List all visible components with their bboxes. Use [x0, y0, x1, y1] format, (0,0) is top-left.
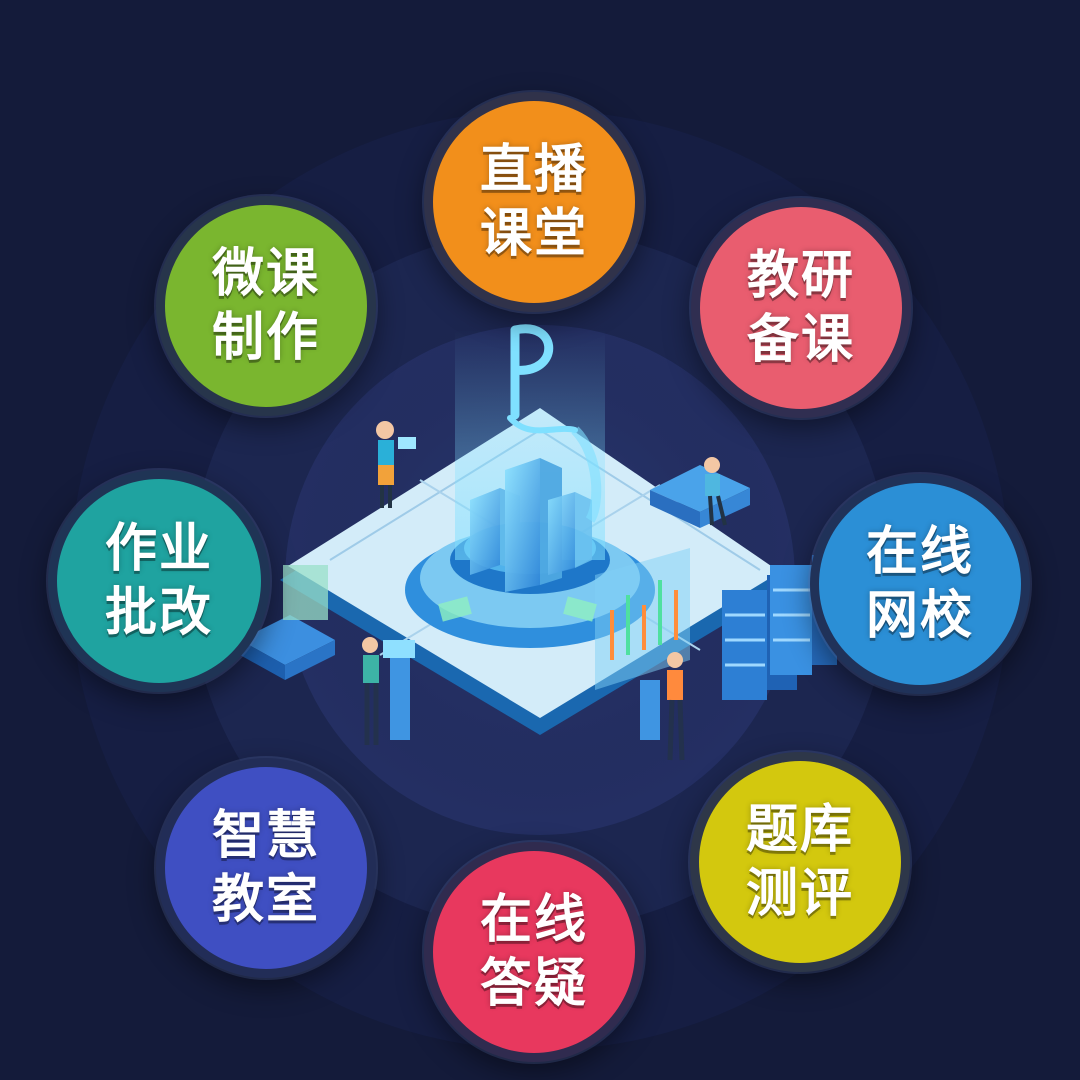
node-online-qa[interactable]: 在线 答疑 — [424, 842, 644, 1062]
node-label-line2: 批改 — [104, 583, 213, 643]
node-label-line2: 备课 — [746, 310, 855, 370]
person-sitting-right — [704, 457, 727, 526]
person-standing-left — [376, 421, 416, 508]
node-label-line2: 网校 — [865, 586, 974, 646]
chart-screen — [595, 548, 690, 690]
node-label-line2: 测评 — [745, 864, 854, 924]
node-label-line1: 题库 — [745, 800, 854, 860]
node-label-line2: 制作 — [211, 308, 320, 368]
kiosk-right — [640, 680, 660, 740]
node-homework-grading[interactable]: 作业 批改 — [48, 470, 270, 692]
person-kiosk-left — [362, 637, 379, 745]
node-label-line1: 作业 — [104, 519, 213, 579]
node-label-line1: 直播 — [479, 140, 588, 200]
node-label-line1: 在线 — [479, 890, 588, 950]
node-micro-course[interactable]: 微课 制作 — [156, 196, 376, 416]
kiosk-left — [383, 640, 415, 740]
logo-icon — [507, 324, 578, 434]
node-label-line1: 智慧 — [211, 806, 320, 866]
node-label-line1: 微课 — [211, 244, 320, 304]
person-kiosk-right — [667, 652, 685, 761]
node-question-bank[interactable]: 题库 测评 — [690, 752, 910, 972]
left-terminal — [240, 565, 335, 680]
tower-cluster — [470, 458, 592, 592]
node-lesson-preparation[interactable]: 教研 备课 — [691, 198, 911, 418]
node-smart-classroom[interactable]: 智慧 教室 — [156, 758, 376, 978]
node-label-line1: 教研 — [746, 246, 855, 306]
node-online-school[interactable]: 在线 网校 — [810, 474, 1030, 694]
node-label-line1: 在线 — [865, 522, 974, 582]
node-label-line2: 课堂 — [479, 204, 588, 264]
node-label-line2: 答疑 — [479, 954, 588, 1014]
node-label-line2: 教室 — [211, 870, 320, 930]
node-live-classroom[interactable]: 直播 课堂 — [424, 92, 644, 312]
server-racks — [722, 555, 837, 700]
